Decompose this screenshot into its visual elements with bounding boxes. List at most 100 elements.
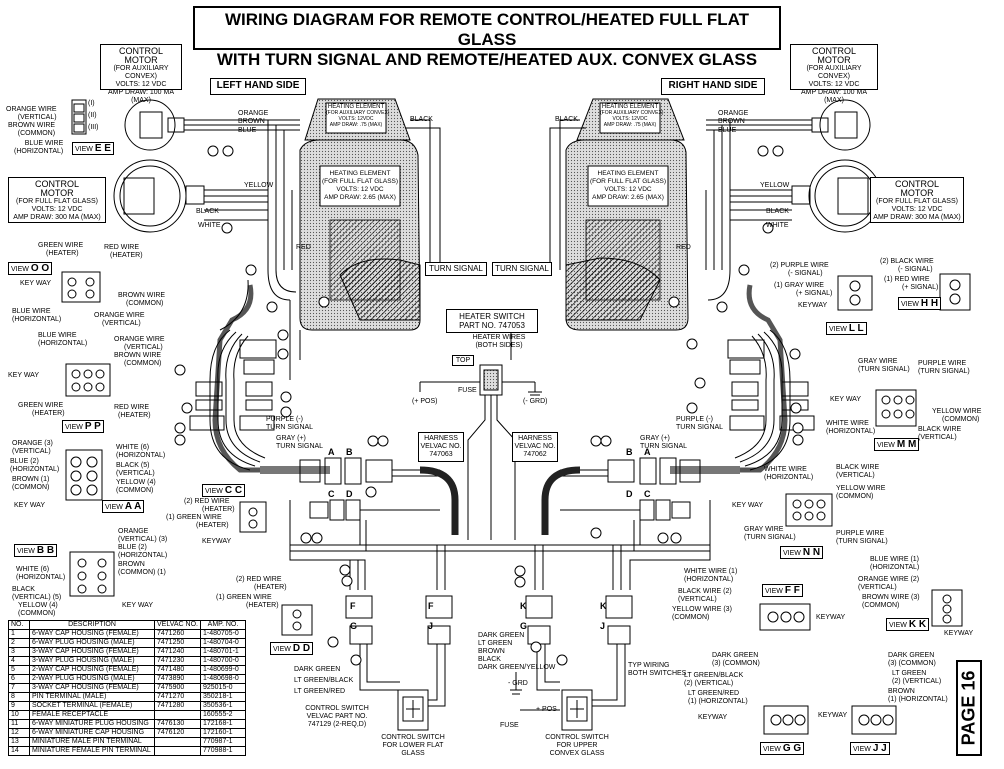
view-bb-yellow: YELLOW (4)(COMMON) [18, 602, 58, 617]
left-wire-blue: BLUE [238, 127, 257, 134]
view-bb-black: BLACK(VERTICAL) (5) [12, 586, 62, 601]
conn-f-left: F [350, 601, 356, 611]
right-wire-white: WHITE [766, 222, 789, 229]
view-gg-face [763, 705, 809, 735]
part-amp-no: 925015-0 [199, 683, 246, 693]
view-jj-tag: VIEW J J [850, 742, 890, 755]
view-aa-keyway: KEY WAY [14, 502, 45, 509]
view-ff-black: BLACK WIRE (2)(VERTICAL) [678, 588, 732, 603]
left-harness-tube [419, 466, 459, 535]
part-amp-no: 770988-1 [199, 746, 246, 756]
left-turn-signal-label: TURN SIGNAL [425, 262, 487, 276]
left-gray-turn: GRAY (+)TURN SIGNAL [276, 435, 324, 450]
view-bb-tag: VIEW B B [14, 544, 58, 557]
part-amp-no: 1-480700-0 [199, 656, 246, 666]
part-amp-no: 1-480705-0 [199, 629, 246, 639]
view-gg-lgr: LT GREEN/RED(1) (HORIZONTAL) [688, 690, 748, 705]
view-dd-red: (2) RED WIRE(HEATER) [236, 576, 287, 591]
right-conn-c: C [644, 489, 651, 499]
view-oo-orange: ORANGE WIRE(VERTICAL) [94, 312, 145, 327]
view-kk-brown: BROWN WIRE (3)(COMMON) [862, 594, 920, 609]
part-no: 5 [8, 665, 30, 675]
view-ll-keyway: KEYWAY [798, 302, 828, 309]
view-nn-face [785, 493, 833, 527]
part-no: 1 [8, 629, 30, 639]
part-amp-no: 770987-1 [199, 737, 246, 747]
view-kk-orange: ORANGE WIRE (2)(VERTICAL) [858, 576, 920, 591]
view-mm-black: BLACK WIRE(VERTICAL) [918, 426, 962, 441]
part-description: 6-WAY CAP HOUSING (FEMALE) [29, 629, 155, 639]
conn-k-mid: K [520, 601, 527, 611]
part-description: MINIATURE MALE PIN TERMINAL [29, 737, 155, 747]
view-aa-tag: VIEW A A [102, 500, 145, 513]
part-velvac-no: 7473890 [154, 674, 201, 684]
view-ff-face [759, 603, 811, 631]
part-no: 7 [8, 683, 30, 693]
view-mm-keyway: KEY WAY [830, 396, 861, 403]
right-wire-black-top: BLACK [555, 116, 578, 123]
pos-label: (+ POS) [412, 398, 438, 405]
part-description: PIN TERMINAL (MALE) [29, 692, 155, 702]
view-jj-dg: DARK GREEN(3) (COMMON) [888, 652, 936, 667]
view-dd-green: (1) GREEN WIRE(HEATER) [216, 594, 279, 609]
view-bb-orange: ORANGE(VERTICAL) (3) [118, 528, 168, 543]
left-wire-black-top: BLACK [410, 116, 433, 123]
part-velvac-no: 7471230 [154, 656, 201, 666]
wire-dark-green-mid: DARK GREEN [478, 632, 525, 639]
view-gg-keyway: KEYWAY [698, 714, 728, 721]
part-no: 11 [8, 719, 30, 729]
left-abcd-connectors [260, 457, 440, 521]
part-description: MINIATURE FEMALE PIN TERMINAL [29, 746, 155, 756]
part-amp-no: 160555-2 [199, 710, 246, 720]
parts-table-header: NO. DESCRIPTION VELVAC NO. AMP. NO. [8, 620, 246, 630]
wire-lt-green-black: LT GREEN/BLACK [294, 677, 354, 684]
part-velvac-no: 7471260 [154, 629, 201, 639]
view-gg-lgb: LT GREEN/BLACK(2) (VERTICAL) [684, 672, 744, 687]
right-heat-aux-label: HEATING ELEMENT(FOR AUXILIARY CONVEX)VOL… [600, 104, 664, 128]
right-wire-blue: BLUE [718, 127, 737, 134]
view-aa-brown: BROWN (1)(COMMON) [12, 476, 50, 491]
control-switch-right-drawing [561, 689, 593, 731]
left-wire-black: BLACK [196, 208, 219, 215]
view-nn-yellow: YELLOW WIRE(COMMON) [836, 485, 886, 500]
view-ee-pin2: (II) [88, 112, 97, 119]
view-cc-face [239, 501, 267, 533]
part-description: 6-WAY PLUG HOUSING (MALE) [29, 638, 155, 648]
wire-brown-mid: BROWN [478, 648, 505, 655]
view-pp-face [65, 363, 111, 397]
view-mm-white: WHITE WIRE(HORIZONTAL) [826, 420, 876, 435]
view-pp-orange: ORANGE WIRE(VERTICAL) [114, 336, 165, 351]
part-amp-no: 1-480699-0 [199, 665, 246, 675]
left-wire-red: RED [296, 244, 311, 251]
part-no: 9 [8, 701, 30, 711]
part-amp-no: 1-480698-0 [199, 674, 246, 684]
view-kk-blue: BLUE WIRE (1)(HORIZONTAL) [870, 556, 920, 571]
fuse-label: FUSE [458, 387, 477, 394]
heater-switch [419, 320, 542, 540]
part-no: 2 [8, 638, 30, 648]
right-harness-tube [541, 466, 581, 535]
part-no: 10 [8, 710, 30, 720]
part-velvac-no [154, 710, 201, 720]
view-kk-tag: VIEW K K [886, 618, 930, 631]
view-ee-pin3: (III) [88, 124, 99, 131]
pos-bottom-label: + POS [536, 706, 557, 713]
view-mm-gray: GRAY WIRE(TURN SIGNAL) [858, 358, 910, 373]
part-description: FEMALE RECEPTACLE [29, 710, 155, 720]
view-ee-pin1: (I) [88, 100, 95, 107]
view-aa-black: BLACK (5)(VERTICAL) [116, 462, 155, 477]
view-ee-face [71, 99, 87, 135]
parts-col-no: NO. [8, 620, 30, 630]
